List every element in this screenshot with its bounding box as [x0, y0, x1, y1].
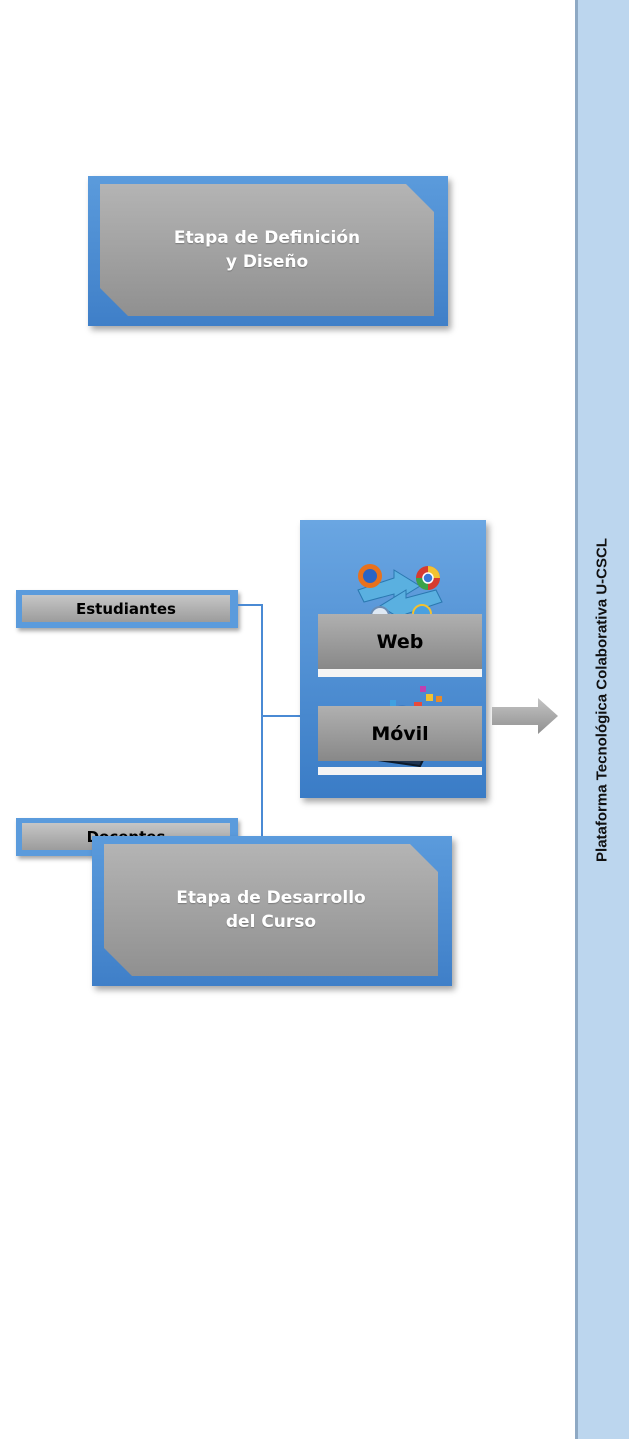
stage-development-box: Etapa de Desarrollo del Curso: [92, 836, 452, 986]
platform-sidebar: [575, 0, 629, 1439]
channel-web-label: Web: [376, 630, 424, 653]
channel-web: Web: [318, 614, 482, 669]
actor-students-label: Estudiantes: [22, 595, 230, 622]
stage-development-panel: Etapa de Desarrollo del Curso: [104, 844, 438, 976]
stage-development-line1: Etapa de Desarrollo: [176, 888, 366, 908]
platform-sidebar-label: Plataforma Tecnológica Colaborativa U-CS…: [593, 538, 611, 862]
stage-definition-line1: Etapa de Definición: [173, 228, 361, 248]
channel-mobile: Móvil: [318, 706, 482, 761]
channel-mobile-label: Móvil: [371, 722, 429, 745]
stage-definition-box: Etapa de Definición y Diseño: [88, 176, 448, 326]
channel-web-base: [318, 669, 482, 677]
stage-development-line2: del Curso: [225, 912, 317, 932]
channel-mobile-base: [318, 767, 482, 775]
actor-students: Estudiantes: [16, 590, 238, 628]
stage-definition-panel: Etapa de Definición y Diseño: [100, 184, 434, 316]
stage-definition-line2: y Diseño: [225, 252, 309, 272]
